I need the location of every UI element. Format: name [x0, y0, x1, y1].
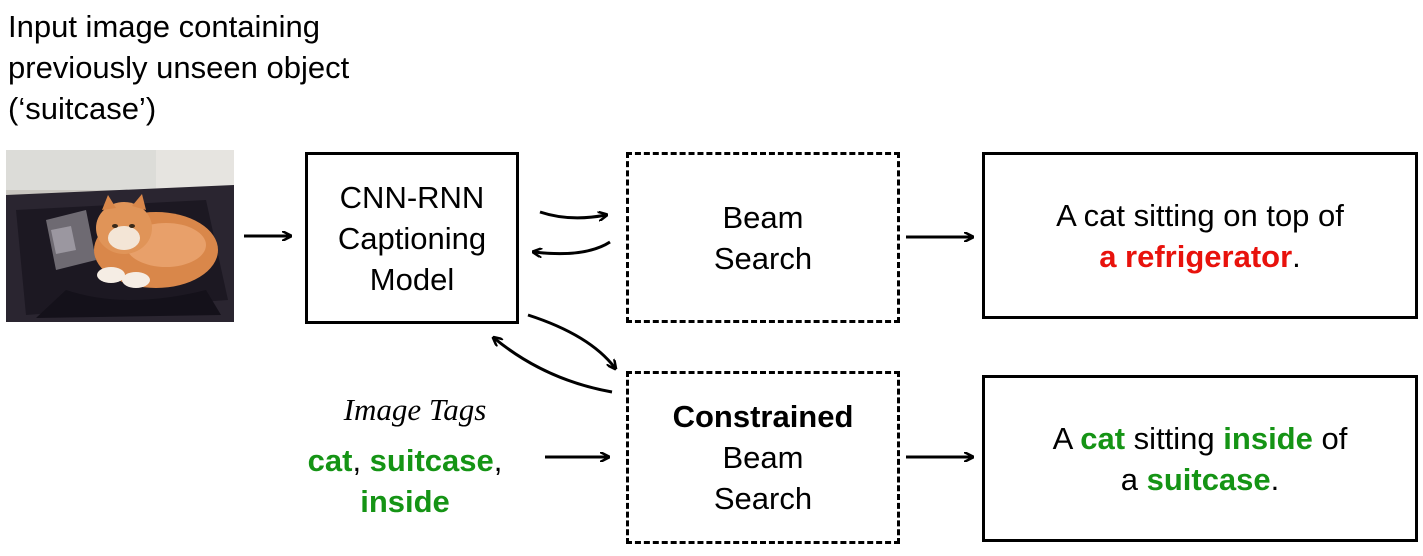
constrained-line-1: Constrained	[672, 399, 854, 434]
beam-line-2: Search	[713, 240, 813, 276]
output-word-inside: inside	[1223, 420, 1313, 456]
model-line-2: Captioning	[337, 220, 487, 256]
arrow-model-to-constrained	[527, 313, 615, 368]
output-word-suitcase: suitcase	[1146, 461, 1271, 497]
output-top-highlight: a refrigerator	[1099, 238, 1293, 274]
tag-separator: ,	[352, 443, 370, 478]
arrow-constrained-to-model	[494, 338, 613, 394]
constrained-beam-search-box: Constrained Beam Search	[626, 371, 900, 544]
output-word: sitting	[1125, 420, 1224, 456]
output-bottom-line-1: A cat sitting inside of	[1053, 418, 1348, 459]
image-tags-list: cat, suitcase, inside	[270, 440, 540, 522]
caption-line-1: Input image containing	[8, 9, 320, 44]
captioning-model-box: CNN-RNN Captioning Model	[305, 152, 519, 324]
output-top-period: .	[1292, 238, 1301, 274]
beam-line-1: Beam	[722, 199, 804, 235]
tag-suitcase: suitcase	[369, 443, 494, 478]
output-top-line-1: A cat sitting on top of	[1056, 197, 1344, 233]
output-word: .	[1270, 461, 1280, 497]
tag-separator: ,	[493, 443, 503, 478]
tag-inside: inside	[360, 484, 450, 519]
constrained-line-3: Search	[713, 481, 813, 516]
output-top-line-2: a refrigerator.	[1056, 236, 1344, 277]
output-word: of	[1312, 420, 1348, 456]
arrow-beam-to-model	[534, 240, 611, 254]
arrow-model-to-beam	[539, 212, 606, 218]
output-word: a	[1120, 461, 1147, 497]
constrained-line-2: Beam	[722, 440, 804, 475]
tag-cat: cat	[307, 443, 353, 478]
beam-search-box: Beam Search	[626, 152, 900, 323]
output-word-cat: cat	[1080, 420, 1126, 456]
caption-line-3: (‘suitcase’)	[8, 91, 157, 126]
input-photo-cat-in-suitcase	[6, 150, 234, 322]
output-caption-top: A cat sitting on top of a refrigerator.	[982, 152, 1418, 319]
output-bottom-line-2: a suitcase.	[1053, 459, 1348, 500]
caption-line-2: previously unseen object	[8, 50, 350, 85]
image-tags-title: Image Tags	[343, 392, 487, 427]
model-line-3: Model	[369, 261, 455, 297]
output-word: A	[1052, 420, 1081, 456]
input-image-caption: Input image containing previously unseen…	[8, 6, 349, 129]
model-line-1: CNN-RNN	[339, 179, 485, 215]
output-caption-bottom: A cat sitting inside of a suitcase.	[982, 375, 1418, 542]
